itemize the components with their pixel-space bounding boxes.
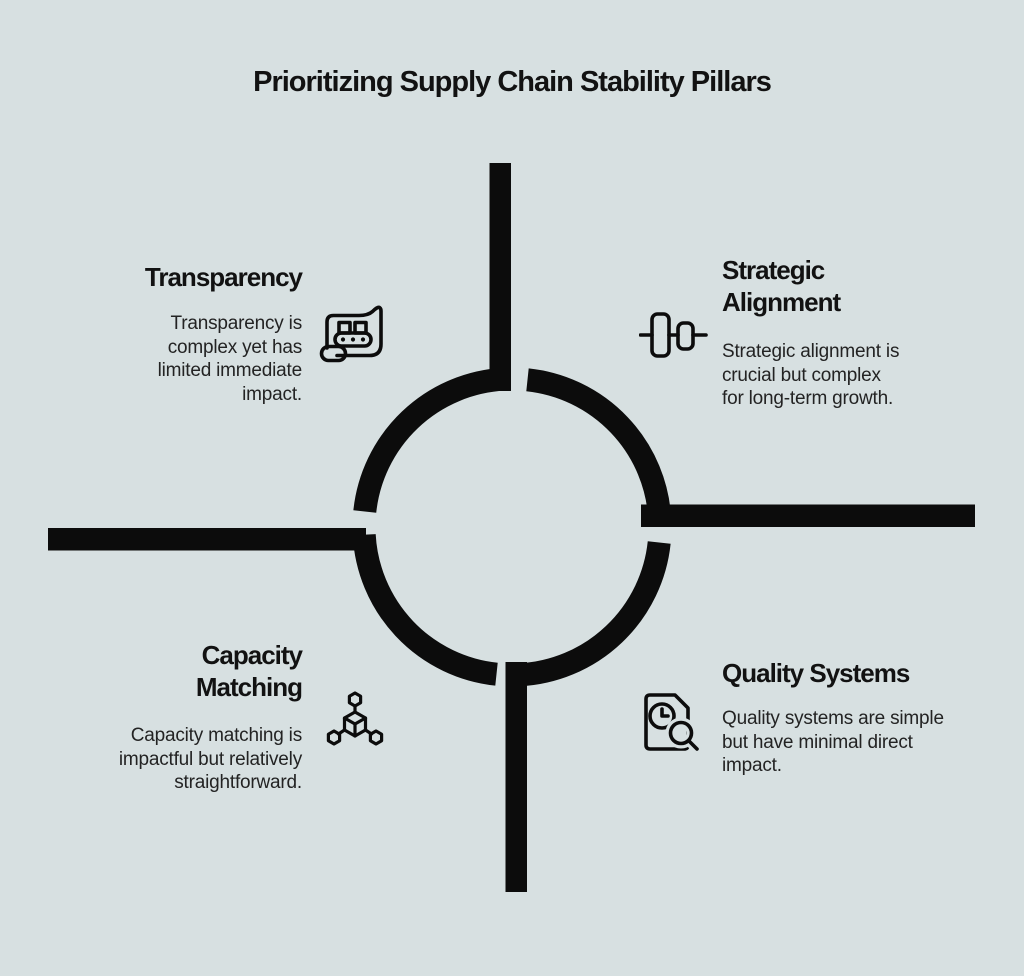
align-center-icon bbox=[639, 311, 709, 359]
cube-network-icon bbox=[326, 691, 384, 753]
quality-systems-heading: Quality Systems bbox=[722, 658, 910, 688]
conveyor-blueprint-icon bbox=[316, 302, 388, 366]
capacity-matching-description: Capacity matching is impactful but relat… bbox=[118, 725, 302, 793]
capacity-matching-heading: Capacity Matching bbox=[195, 640, 303, 702]
strategic-alignment-description: Strategic alignment is crucial but compl… bbox=[722, 341, 900, 409]
ring-arc-bottom-left bbox=[352, 533, 498, 686]
axis-line-bottom bbox=[505, 662, 527, 892]
axis-line-left bbox=[48, 528, 366, 551]
page-title: Prioritizing Supply Chain Stability Pill… bbox=[253, 66, 772, 98]
strategic-alignment-heading: Strategic Alignment bbox=[722, 255, 841, 317]
ring-arc-top-right bbox=[526, 368, 672, 521]
quality-systems-description: Quality systems are simple but have mini… bbox=[722, 708, 944, 776]
ring-arc-bottom-right bbox=[518, 541, 671, 687]
transparency-heading: Transparency bbox=[144, 262, 303, 292]
document-inspection-icon bbox=[637, 689, 707, 757]
ring-arc-top-left bbox=[353, 367, 506, 513]
axis-line-right bbox=[641, 504, 975, 527]
axis-line-top bbox=[489, 163, 511, 391]
transparency-description: Transparency is complex yet has limited … bbox=[157, 313, 303, 405]
